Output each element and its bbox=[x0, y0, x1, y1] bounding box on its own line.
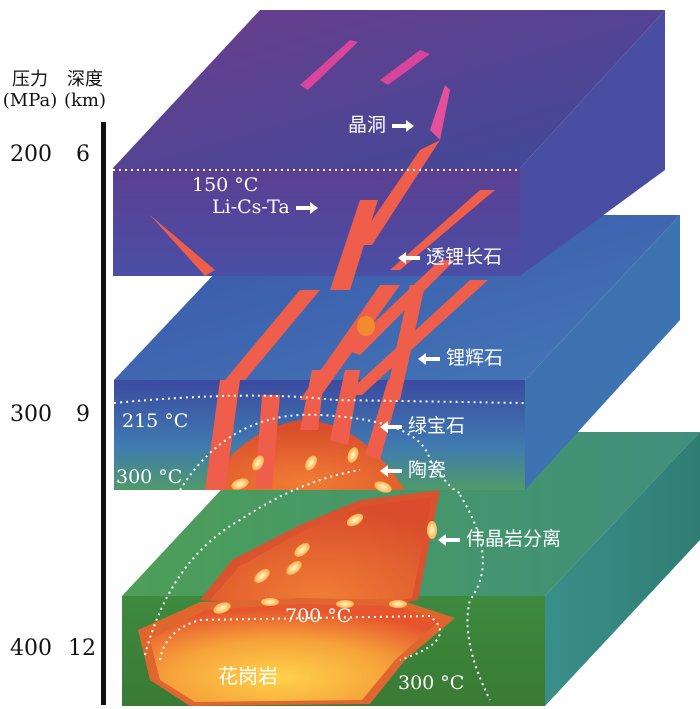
petalite-label: 透锂长石 bbox=[398, 242, 502, 269]
pressure-unit: (MPa) bbox=[2, 89, 58, 111]
pegmatite-separation-text: 伟晶岩分离 bbox=[466, 528, 562, 550]
ceramic-text: 陶瓷 bbox=[408, 459, 447, 481]
arrow-left-icon bbox=[438, 534, 460, 546]
depth-tick-9: 9 bbox=[76, 402, 90, 427]
ceramic-dome bbox=[205, 420, 405, 490]
miarolitic-text: 晶洞 bbox=[348, 114, 387, 136]
ceramic-label: 陶瓷 bbox=[380, 455, 446, 482]
melt-blobs bbox=[213, 447, 437, 614]
depth-label: 深度 bbox=[67, 69, 103, 90]
temp-700: 700 °C bbox=[285, 605, 352, 627]
depth-header: 深度 (km) bbox=[60, 69, 110, 111]
arrow-left-icon bbox=[398, 252, 420, 264]
depth-tick-12: 12 bbox=[68, 636, 96, 661]
arrow-left-icon bbox=[380, 421, 402, 433]
temp-300-upper: 300 °C bbox=[116, 466, 183, 488]
granite-body bbox=[138, 598, 455, 706]
pressure-label: 压力 bbox=[12, 69, 48, 90]
pressure-tick-400: 400 bbox=[10, 636, 52, 661]
arrow-right-icon bbox=[392, 120, 415, 132]
petalite-text: 透锂长石 bbox=[426, 246, 503, 268]
pressure-tick-300: 300 bbox=[10, 402, 52, 427]
spodumene-label: 锂辉石 bbox=[418, 343, 503, 370]
temp-150: 150 °C bbox=[192, 174, 259, 196]
li-cs-ta-text: Li-Cs-Ta bbox=[212, 196, 290, 218]
dikes bbox=[150, 40, 495, 490]
arrow-left-icon bbox=[418, 353, 440, 365]
pegmatite-separation-label: 伟晶岩分离 bbox=[438, 524, 561, 551]
miarolitic-label: 晶洞 bbox=[348, 110, 415, 137]
beryl-label: 绿宝石 bbox=[380, 411, 465, 438]
arrow-left-icon bbox=[380, 465, 402, 477]
li-cs-ta-label: Li-Cs-Ta bbox=[212, 196, 318, 218]
beryl-text: 绿宝石 bbox=[408, 415, 466, 437]
arrow-right-icon bbox=[295, 202, 318, 214]
pressure-header: 压力 (MPa) bbox=[0, 69, 60, 111]
temp-300-lower: 300 °C bbox=[398, 672, 465, 694]
temp-215: 215 °C bbox=[122, 410, 189, 432]
pressure-tick-200: 200 bbox=[10, 142, 52, 167]
depth-tick-6: 6 bbox=[76, 142, 90, 167]
spodumene-text: 锂辉石 bbox=[446, 347, 504, 369]
granite-label: 花岗岩 bbox=[218, 664, 278, 688]
isotherms bbox=[113, 169, 526, 701]
depth-unit: (km) bbox=[63, 89, 107, 111]
depth-scale-bar bbox=[101, 122, 106, 705]
